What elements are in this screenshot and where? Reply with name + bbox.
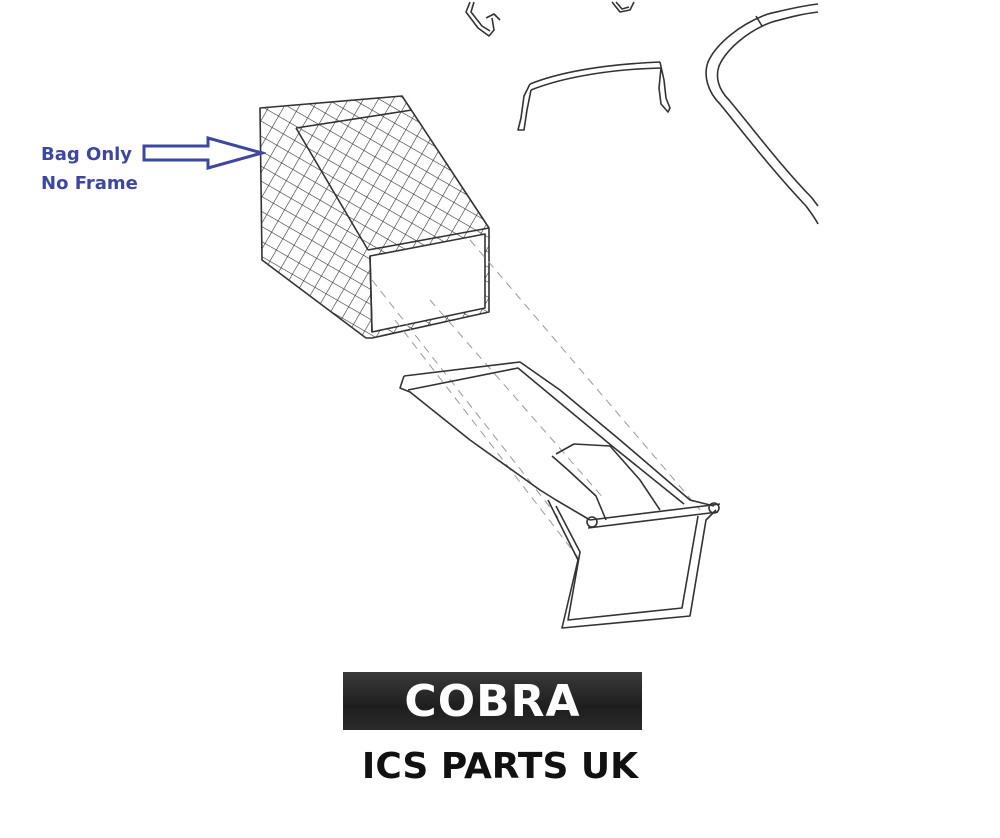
handle-upper xyxy=(705,3,819,225)
alignment-lines xyxy=(371,239,701,561)
bag-frame xyxy=(399,361,721,629)
handle-clip-right xyxy=(611,1,635,13)
grass-bag xyxy=(259,95,490,339)
callout-arrow-icon xyxy=(142,136,266,170)
bag-only-callout: Bag Only No Frame xyxy=(41,140,138,198)
shop-name: ICS PARTS UK xyxy=(361,746,639,787)
callout-line-2: No Frame xyxy=(41,173,138,194)
callout-line-1: Bag Only xyxy=(41,144,133,165)
cobra-logo: COBRA xyxy=(343,672,642,730)
handle-lower xyxy=(517,61,671,131)
handle-clip-left xyxy=(465,1,501,37)
logo-text: COBRA xyxy=(404,676,581,727)
